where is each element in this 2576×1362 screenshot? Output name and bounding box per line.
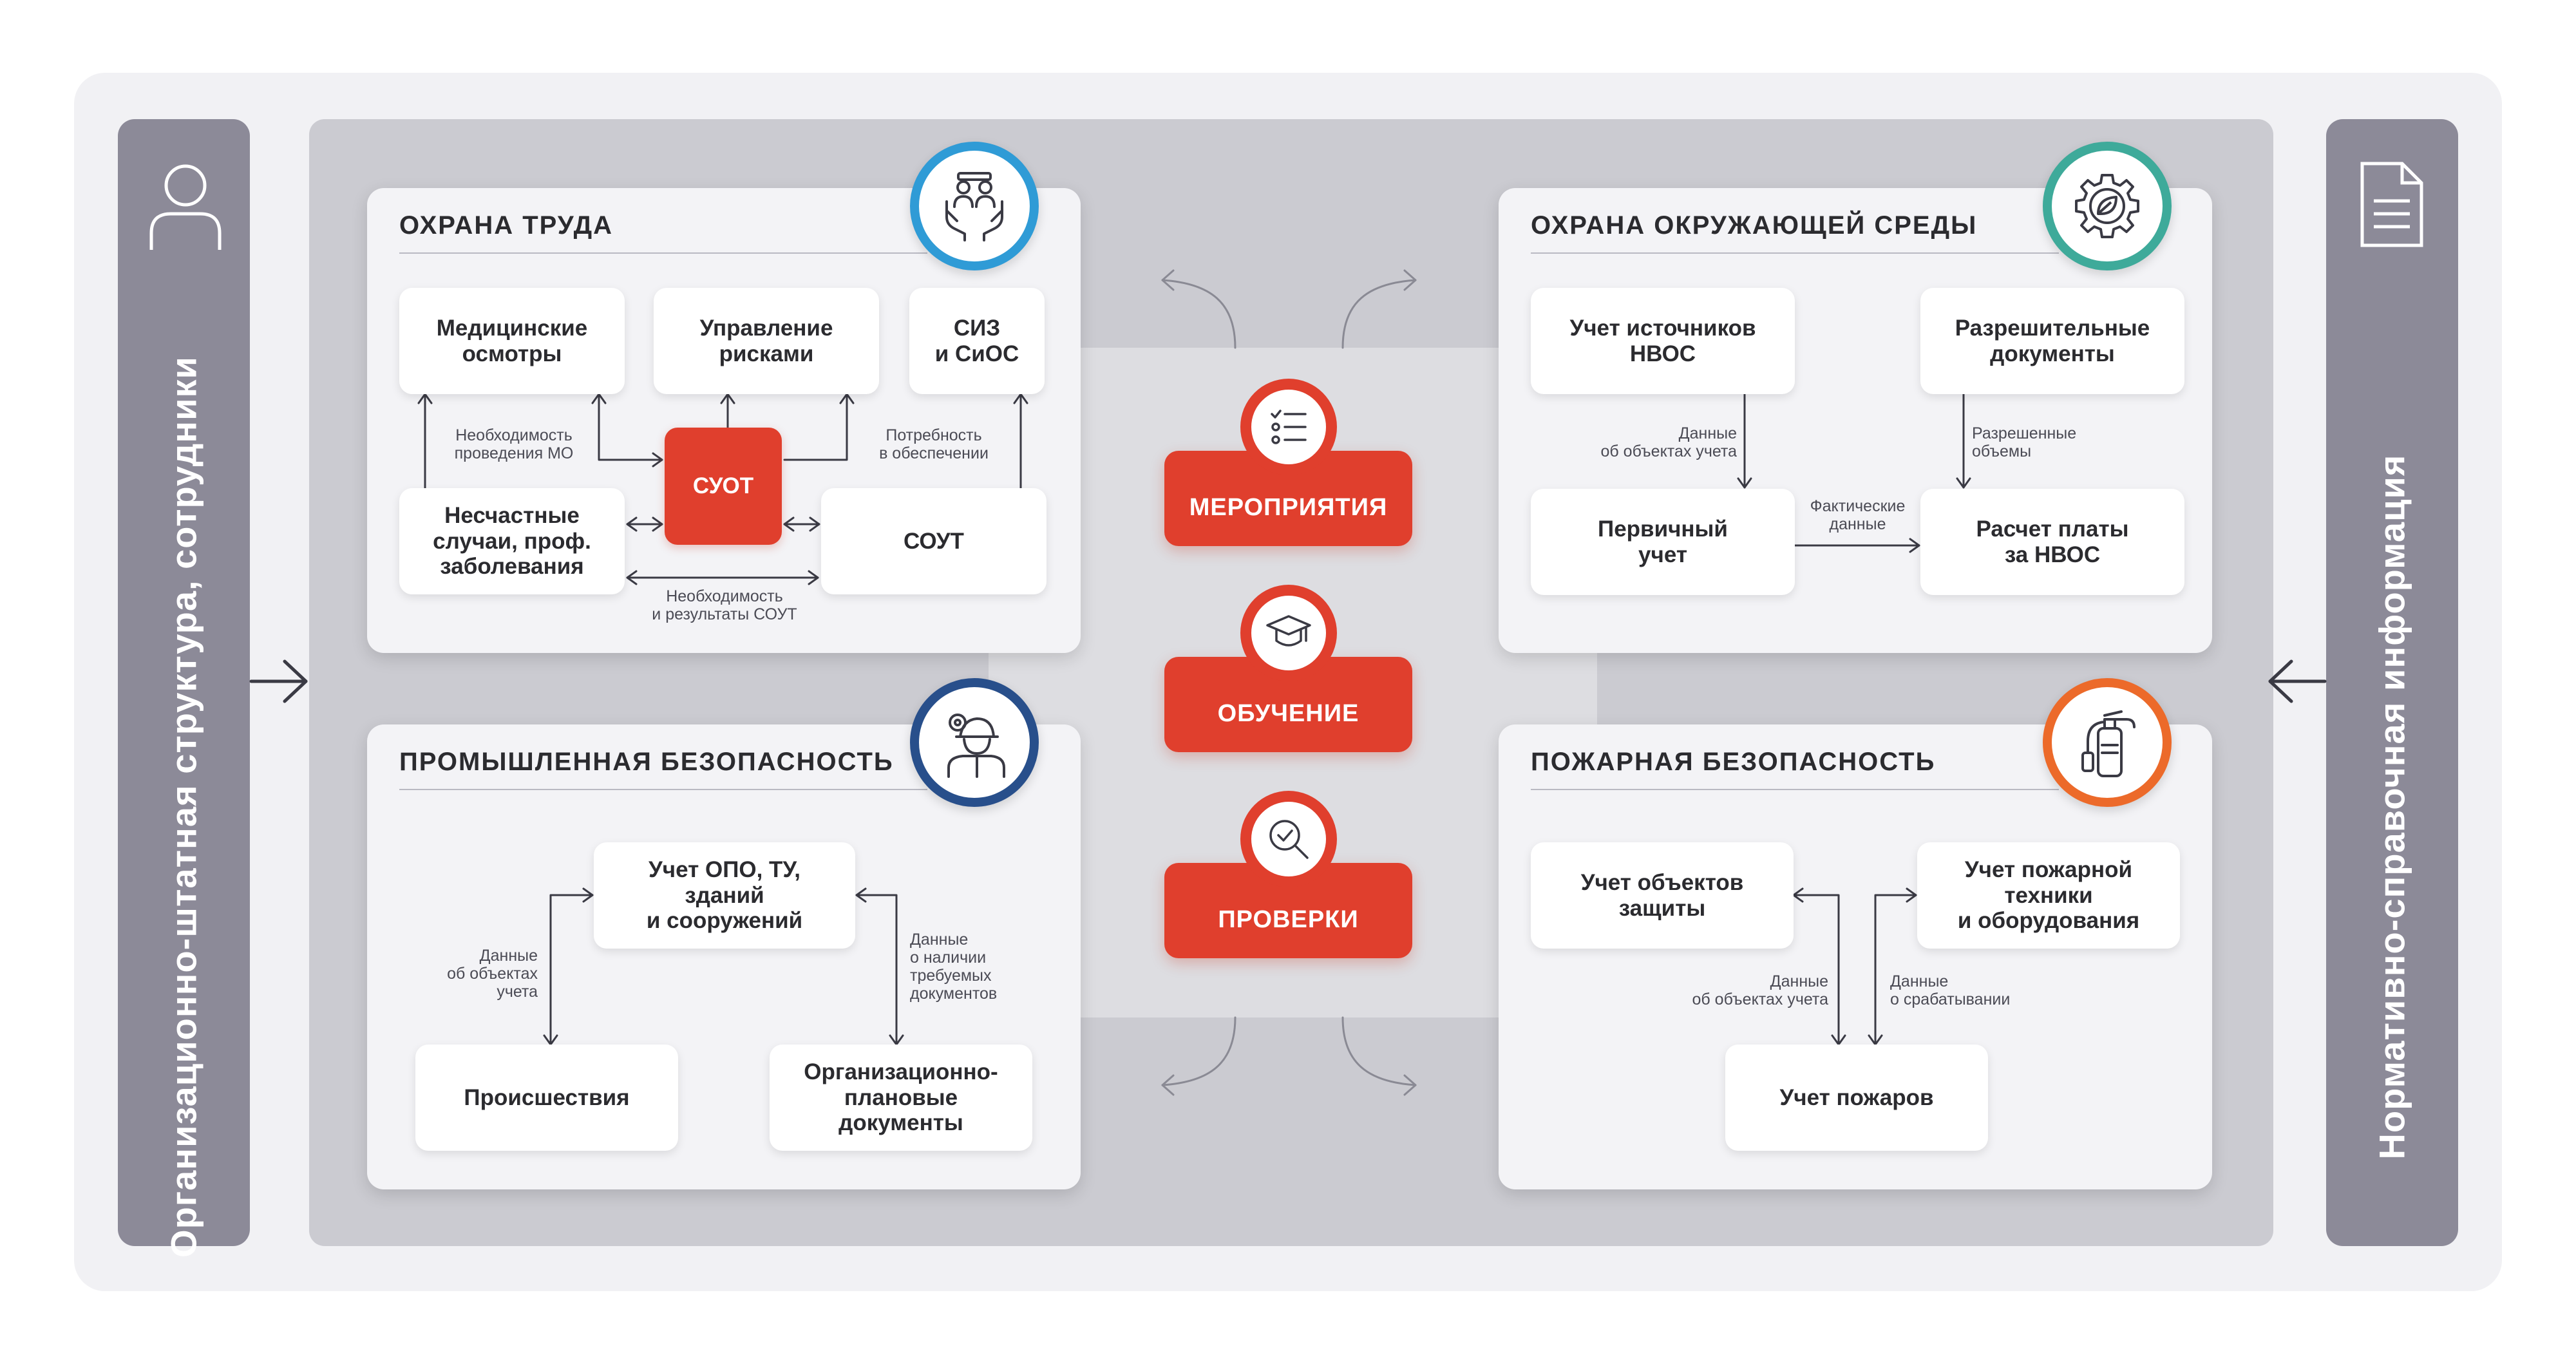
industrial-arrows xyxy=(543,887,904,1046)
medical-checkups-box[interactable]: Медицинские осмотры xyxy=(399,288,625,394)
labor-title: ОХРАНА ТРУДА xyxy=(399,211,614,240)
hands-workers-icon xyxy=(945,172,1003,241)
gear-leaf-icon xyxy=(2075,174,2139,238)
label-object-data: Данные об объектах учета xyxy=(1600,424,1738,460)
sout-box[interactable]: СОУТ xyxy=(821,488,1046,594)
fire-icon-badge xyxy=(2043,678,2172,807)
label-actual-data: Фактические данные xyxy=(1810,497,1906,533)
label-required-docs: Данные о наличии требуемых документов xyxy=(910,931,998,1003)
right-sidebar: Нормативно-справочная информация xyxy=(2326,119,2458,1246)
checks-badge xyxy=(1240,791,1337,887)
worker-helmet-icon xyxy=(947,714,1005,778)
document-icon xyxy=(2360,162,2423,247)
magnifier-check-icon xyxy=(1269,820,1309,859)
label-supply-need: Потребность в обеспечении xyxy=(879,426,989,462)
industrial-divider xyxy=(399,789,927,790)
user-icon xyxy=(149,164,222,250)
events-badge xyxy=(1240,379,1337,475)
fire-extinguisher-icon xyxy=(2081,710,2136,777)
labor-icon-badge xyxy=(910,142,1039,270)
ppe-box[interactable]: СИЗ и СиОС xyxy=(909,288,1045,394)
nvos-sources-box[interactable]: Учет источников НВОС xyxy=(1531,288,1795,394)
nvos-payment-box[interactable]: Расчет платы за НВОС xyxy=(1920,489,2184,595)
label-mo-need: Необходимость проведения МО xyxy=(454,426,574,462)
org-planning-docs-box[interactable]: Организационно- плановые документы xyxy=(770,1045,1032,1151)
environment-icon-badge xyxy=(2043,142,2172,270)
fire-divider xyxy=(1531,789,2059,790)
permits-box[interactable]: Разрешительные документы xyxy=(1920,288,2184,394)
labor-divider xyxy=(399,252,927,254)
primary-accounting-box[interactable]: Первичный учет xyxy=(1531,489,1795,595)
protected-objects-box[interactable]: Учет объектов защиты xyxy=(1531,842,1794,949)
industrial-icon-badge xyxy=(910,678,1039,807)
label-fire-object-data: Данные об объектах учета xyxy=(1692,972,1829,1008)
suot-box[interactable]: СУОТ xyxy=(665,428,782,545)
training-badge xyxy=(1240,585,1337,681)
fires-accounting-box[interactable]: Учет пожаров xyxy=(1725,1045,1988,1151)
labor-arrows xyxy=(417,393,1028,585)
checklist-icon xyxy=(1271,410,1307,444)
industrial-title: ПРОМЫШЛЕННАЯ БЕЗОПАСНОСТЬ xyxy=(399,748,894,776)
label-trigger-data: Данные о срабатывании xyxy=(1890,972,2011,1008)
label-sout-results: Необходимость и результаты СОУТ xyxy=(652,587,797,623)
fire-equipment-box[interactable]: Учет пожарной техники и оборудования xyxy=(1917,842,2180,949)
incidents-box[interactable]: Происшествия xyxy=(415,1045,678,1151)
left-sidebar: Организационно-штатная структура, сотруд… xyxy=(118,119,250,1258)
fire-title: ПОЖАРНАЯ БЕЗОПАСНОСТЬ xyxy=(1531,748,1936,776)
environment-title: ОХРАНА ОКРУЖАЮЩЕЙ СРЕДЫ xyxy=(1531,211,1978,240)
accidents-box[interactable]: Несчастные случаи, проф. заболевания xyxy=(399,488,625,594)
environment-arrows xyxy=(1737,393,1971,553)
label-allowed-volumes: Разрешенные объемы xyxy=(1972,424,2077,460)
environment-divider xyxy=(1531,252,2059,254)
fire-arrows xyxy=(1792,887,1917,1046)
opo-accounting-box[interactable]: Учет ОПО, ТУ, зданий и сооружений xyxy=(594,842,855,949)
graduation-cap-icon xyxy=(1266,615,1311,647)
label-industrial-object-data: Данные об объектах учета xyxy=(447,947,538,1001)
risk-management-box[interactable]: Управление рисками xyxy=(654,288,879,394)
